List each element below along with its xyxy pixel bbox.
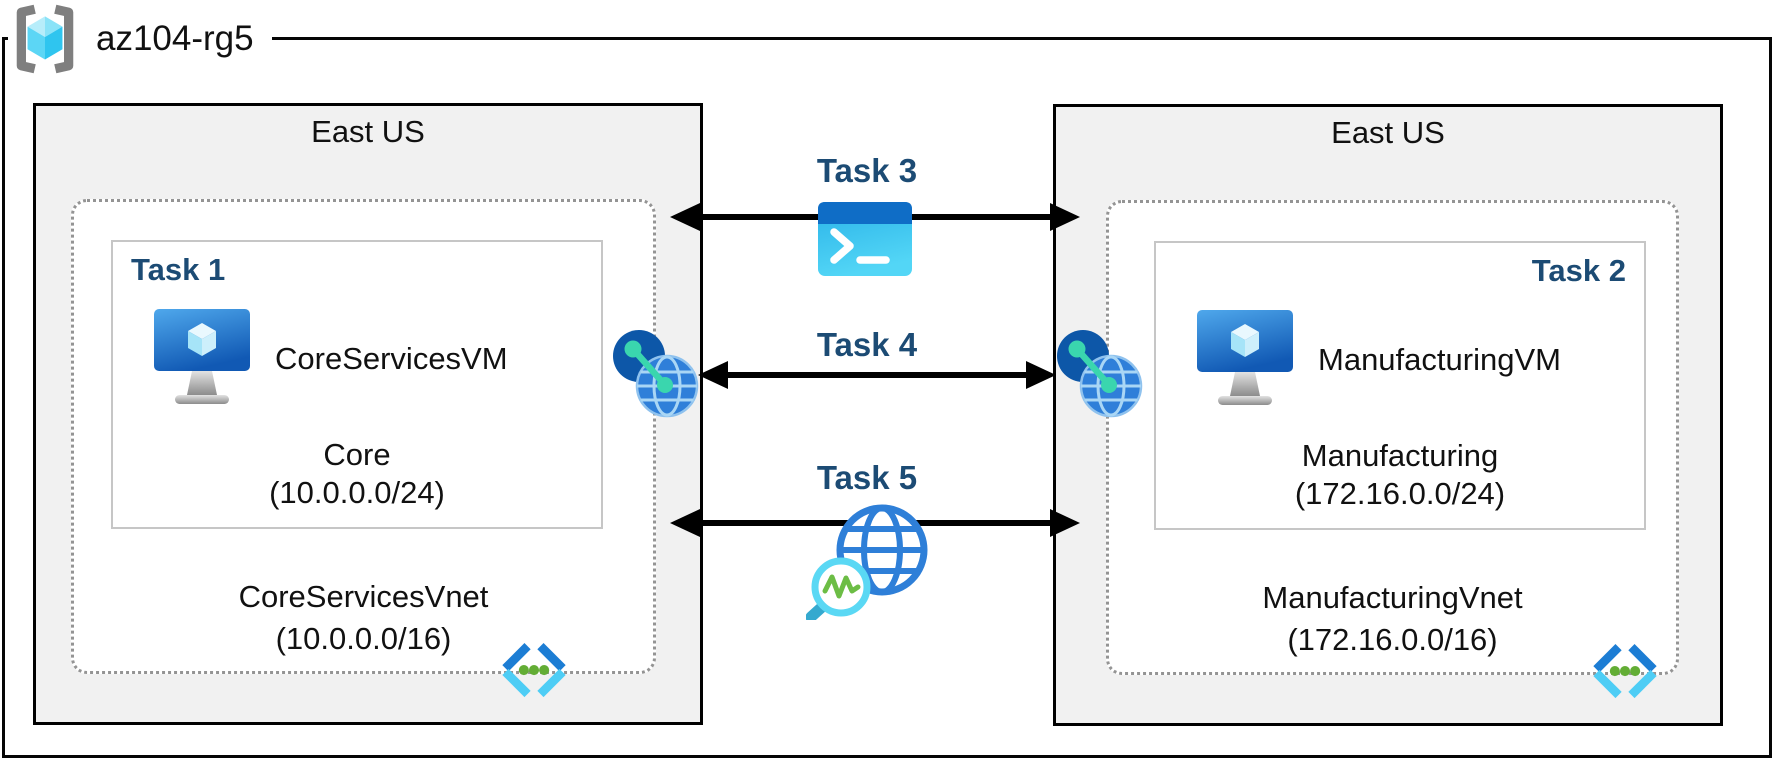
subnet-cidr-left: (10.0.0.0/24) (269, 475, 445, 510)
vnet-name-left: CoreServicesVnet (238, 579, 489, 614)
vnet-name-right: ManufacturingVnet (1262, 580, 1523, 615)
network-watcher-icon (806, 504, 928, 620)
task-4-label: Task 4 (816, 326, 918, 363)
subnet-name-right: Manufacturing (1301, 438, 1499, 473)
subnet-cidr-right: (172.16.0.0/24) (1294, 476, 1506, 511)
virtual-network-icon (502, 643, 566, 698)
resource-group-name: az104-rg5 (96, 19, 254, 58)
subnet-box-right: Task 2 (1154, 241, 1646, 530)
region-title-right: East US (1331, 115, 1445, 150)
resource-group-frame (2, 37, 1772, 758)
task-4-arrow-bidirectional (698, 361, 1056, 389)
region-box-left: East US Task 1 (33, 103, 703, 725)
task-2-label: Task 2 (1531, 253, 1626, 288)
subnet-box-left: Task 1 (111, 240, 603, 529)
vm-icon (1197, 310, 1293, 405)
vnet-box-left: Task 1 (71, 199, 656, 698)
vm-icon (154, 309, 250, 404)
resource-group-icon (16, 4, 74, 74)
task-1-label: Task 1 (131, 252, 226, 287)
vm-name-left: CoreServicesVM (275, 341, 508, 376)
task-3-label: Task 3 (816, 152, 918, 189)
task-5-label: Task 5 (816, 459, 918, 496)
vnet-peering-icon (613, 330, 699, 418)
vnet-box-right: Task 2 (1106, 200, 1679, 699)
vnet-cidr-right: (172.16.0.0/16) (1287, 622, 1498, 657)
vm-left: CoreServicesVM (153, 304, 589, 414)
resource-group-header: az104-rg5 (8, 2, 272, 76)
region-title-left: East US (311, 114, 425, 149)
vm-name-right: ManufacturingVM (1318, 342, 1561, 377)
vm-right: ManufacturingVM (1196, 305, 1632, 415)
subnet-name-left: Core (323, 437, 391, 472)
region-box-right: East US Task 2 (1053, 104, 1723, 726)
cloud-shell-icon (818, 202, 912, 276)
vnet-cidr-left: (10.0.0.0/16) (275, 621, 452, 656)
vnet-peering-icon (1057, 330, 1143, 418)
virtual-network-icon (1593, 644, 1657, 699)
